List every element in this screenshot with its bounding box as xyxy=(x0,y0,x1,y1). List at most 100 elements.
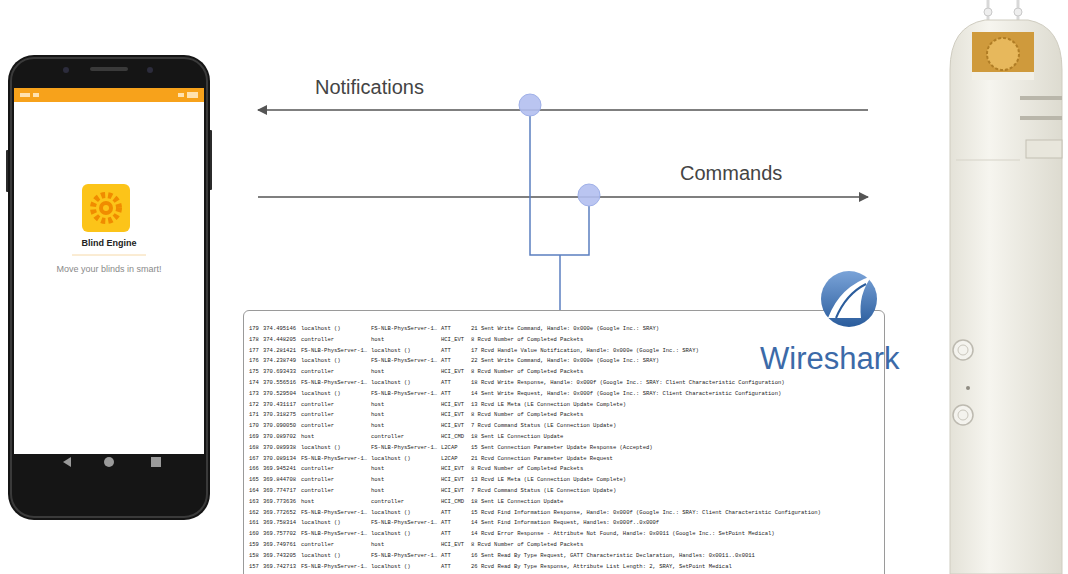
frame-number: 164 xyxy=(249,487,259,494)
app-name: Blind Engine xyxy=(14,238,204,249)
frame-time: 374.238749 xyxy=(263,357,296,364)
frame-time: 370.431117 xyxy=(263,401,296,408)
frame-protocol: HCI_EVT xyxy=(441,401,464,408)
frame-source: host xyxy=(301,433,314,440)
logo-wordmark: Wireshark xyxy=(760,343,900,374)
frame-time: 370.089134 xyxy=(263,455,296,462)
frame-protocol: HCI_EVT xyxy=(441,465,464,472)
frame-number: 167 xyxy=(249,455,259,462)
frame-destination: host xyxy=(371,368,384,375)
phone-sensor xyxy=(147,67,153,73)
frame-destination: localhost () xyxy=(371,563,411,570)
device-button xyxy=(953,340,973,360)
frame-number: 172 xyxy=(249,401,259,408)
frame-number: 171 xyxy=(249,411,259,418)
phone-camera xyxy=(63,67,69,73)
frame-number: 175 xyxy=(249,368,259,375)
frame-protocol: HCI_EVT xyxy=(441,336,464,343)
motor-housing xyxy=(950,20,1062,574)
frame-time: 369.742713 xyxy=(263,563,296,570)
frame-destination: controller xyxy=(371,498,404,505)
frame-source: localhost () xyxy=(301,325,341,332)
frame-time: 370.556516 xyxy=(263,379,296,386)
nav-recent xyxy=(151,457,161,467)
frame-info: 26 Rcvd Read By Type Response, Attribute… xyxy=(471,563,732,570)
frame-info: 21 Rcvd Connection Parameter Update Requ… xyxy=(471,455,613,462)
frame-protocol: ATT xyxy=(441,357,451,364)
app-icon-gear xyxy=(93,195,119,221)
frame-source: controller xyxy=(301,465,334,472)
tap-line xyxy=(559,255,561,310)
arrow-label: Commands xyxy=(680,163,782,183)
frame-time: 369.758314 xyxy=(263,519,296,526)
frame-number: 160 xyxy=(249,530,259,537)
frame-destination: FS-NLB-PhysServer-1… xyxy=(371,357,437,364)
gear-window xyxy=(972,32,1034,78)
device-led xyxy=(966,386,970,390)
frame-time: 369.772652 xyxy=(263,509,296,516)
frame-info: 8 Rcvd Number of Completed Packets xyxy=(471,411,583,418)
frame-info: 7 Rcvd Command Status (LE Connection Upd… xyxy=(471,422,616,429)
frame-destination: FS-NLB-PhysServer-1… xyxy=(371,325,437,332)
frame-source: localhost () xyxy=(301,390,341,397)
cord-bead xyxy=(984,8,992,16)
frame-source: controller xyxy=(301,411,334,418)
frame-time: 374.281421 xyxy=(263,347,296,354)
frame-protocol: HCI_EVT xyxy=(441,476,464,483)
frame-protocol: ATT xyxy=(441,390,451,397)
frame-info: 17 Rcvd Handle Value Notification, Handl… xyxy=(471,347,699,354)
frame-number: 173 xyxy=(249,390,259,397)
frame-destination: host xyxy=(371,476,384,483)
frame-time: 374.495146 xyxy=(263,325,296,332)
frame-protocol: ATT xyxy=(441,347,451,354)
logo-disc xyxy=(821,271,877,327)
device-button xyxy=(953,405,973,425)
frame-source: controller xyxy=(301,401,334,408)
frame-number: 176 xyxy=(249,357,259,364)
nav-back xyxy=(63,457,71,467)
frame-info: 18 Sent LE Connection Update xyxy=(471,433,563,440)
tap-point xyxy=(519,94,541,116)
frame-number: 174 xyxy=(249,379,259,386)
frame-time: 370.318275 xyxy=(263,411,296,418)
frame-source: FS-NLB-PhysServer-1… xyxy=(301,455,367,462)
frame-protocol: HCI_CMD xyxy=(441,498,464,505)
frame-source: FS-NLB-PhysServer-1… xyxy=(301,347,367,354)
frame-info: 15 Rcvd Find Information Response, Handl… xyxy=(471,509,821,516)
notification-arrow xyxy=(258,109,868,111)
status-icon xyxy=(187,92,198,98)
frame-source: localhost () xyxy=(301,444,341,451)
frame-time: 369.774717 xyxy=(263,487,296,494)
frame-protocol: L2CAP xyxy=(441,444,458,451)
frame-protocol: ATT xyxy=(441,519,451,526)
frame-destination: FS-NLB-PhysServer-1… xyxy=(371,444,437,451)
status-icon xyxy=(20,93,30,97)
frame-protocol: HCI_EVT xyxy=(441,411,464,418)
frame-source: localhost () xyxy=(301,519,341,526)
frame-number: 169 xyxy=(249,433,259,440)
frame-protocol: ATT xyxy=(441,379,451,386)
frame-source: controller xyxy=(301,368,334,375)
frame-destination: host xyxy=(371,401,384,408)
frame-destination: host xyxy=(371,487,384,494)
frame-number: 161 xyxy=(249,519,259,526)
housing-slot xyxy=(1026,140,1062,158)
phone-screen: Blind EngineMove your blinds in smart! xyxy=(14,88,204,454)
frame-destination: host xyxy=(371,336,384,343)
frame-protocol: ATT xyxy=(441,509,451,516)
frame-number: 166 xyxy=(249,465,259,472)
frame-protocol: HCI_EVT xyxy=(441,487,464,494)
gear xyxy=(987,38,1019,70)
frame-info: 8 Rcvd Number of Completed Packets xyxy=(471,541,583,548)
frame-info: 8 Rcvd Number of Completed Packets xyxy=(471,336,583,343)
app-tagline: Move your blinds in smart! xyxy=(14,264,204,275)
frame-info: 22 Sent Write Command, Handle: 0x000e (G… xyxy=(471,357,659,364)
housing-slot xyxy=(1020,116,1062,120)
housing-seam xyxy=(956,160,1020,161)
frame-protocol: ATT xyxy=(441,563,451,570)
frame-time: 374.448205 xyxy=(263,336,296,343)
frame-number: 178 xyxy=(249,336,259,343)
frame-destination: localhost () xyxy=(371,347,411,354)
frame-info: 13 Rcvd LE Meta (LE Connection Update Co… xyxy=(471,401,626,408)
